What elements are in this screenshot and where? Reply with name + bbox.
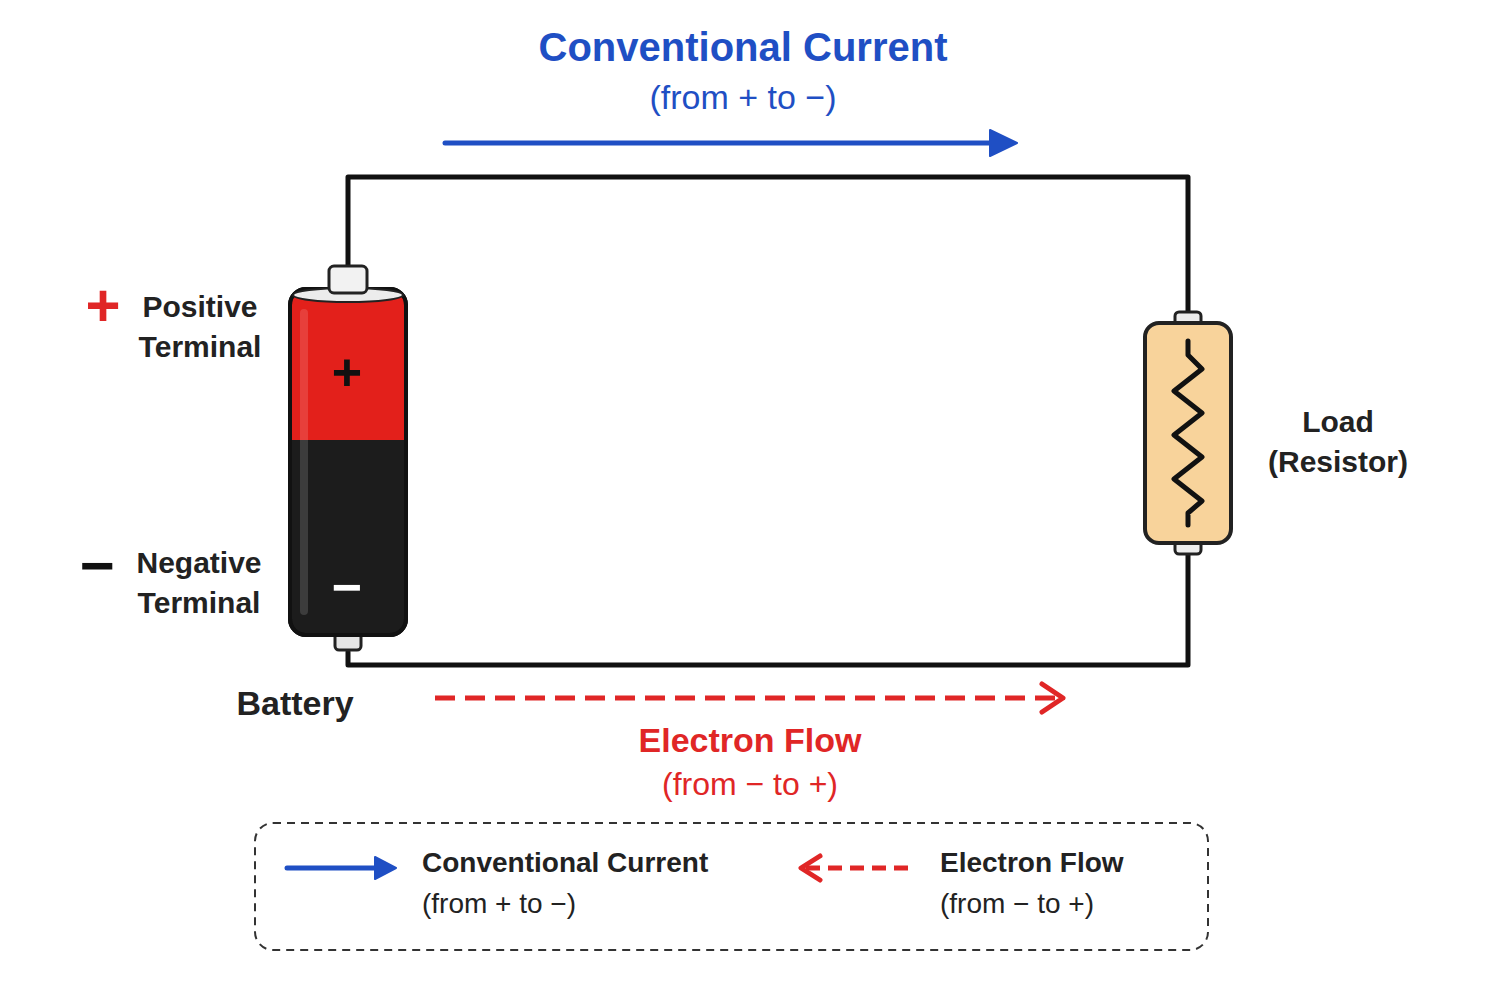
battery: +−Battery xyxy=(288,265,408,652)
legend-sample-arrow-head xyxy=(375,857,396,879)
legend-sample-arrow-head xyxy=(801,856,820,880)
battery-top-cap xyxy=(329,266,367,293)
polarity-sign: − xyxy=(79,536,114,596)
arrow-subtitle: (from + to −) xyxy=(649,77,836,118)
battery-body xyxy=(290,289,406,635)
terminal-label: Negative Terminal xyxy=(120,543,279,624)
battery-outline xyxy=(290,289,406,635)
legend-entry: Electron Flow (from − to +) xyxy=(940,843,1182,924)
arrow-shaft xyxy=(445,141,996,146)
legend-sample-dashed-arrow xyxy=(806,866,912,871)
resistor-body xyxy=(1145,323,1231,543)
component-label: Load (Resistor) xyxy=(1244,402,1432,483)
arrow-head xyxy=(1042,684,1063,712)
conventional-current-arrow xyxy=(445,130,1017,156)
electron-flow-arrow xyxy=(435,684,1063,712)
battery-highlight xyxy=(300,309,308,615)
polarity-sign: + xyxy=(85,276,120,336)
legend-border xyxy=(255,823,1208,950)
resistor-shape xyxy=(1142,311,1234,555)
battery-red-band xyxy=(292,291,404,440)
terminal-label: Positive Terminal xyxy=(124,287,277,368)
arrow-title: Conventional Current xyxy=(539,23,948,71)
legend-entry: Conventional Current (from + to −) xyxy=(422,843,734,924)
legend-frame xyxy=(255,823,1208,950)
arrow-head xyxy=(990,130,1017,156)
resistor: Load (Resistor) xyxy=(1142,311,1234,555)
arrow-subtitle: (from − to +) xyxy=(662,765,838,803)
terminal-sign: − xyxy=(332,561,362,613)
component-label: Battery xyxy=(236,683,353,724)
terminal-sign: + xyxy=(332,346,362,398)
resistor-symbol xyxy=(1174,341,1202,525)
circuit-wire xyxy=(348,555,1188,665)
circuit-wire xyxy=(348,177,1188,311)
arrow-title: Electron Flow xyxy=(639,720,862,761)
legend-sample-solid-arrow xyxy=(287,866,380,871)
dashed-arrow-shaft xyxy=(435,696,1055,701)
